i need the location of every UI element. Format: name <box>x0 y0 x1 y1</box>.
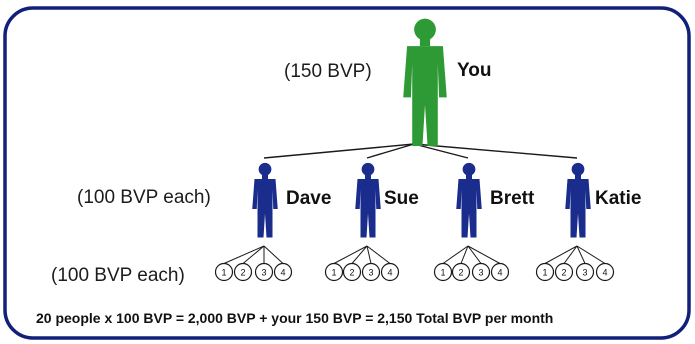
person-icon-you <box>403 18 447 146</box>
level2-circle-number: 2 <box>349 267 354 277</box>
level2-circle-number: 1 <box>221 267 226 277</box>
top-bvp-label: (150 BVP) <box>284 61 372 82</box>
level1-name-dave: Dave <box>286 188 331 209</box>
level2-circle-number: 4 <box>497 267 502 277</box>
level2-circle-number: 1 <box>331 267 336 277</box>
level2-circle-number: 2 <box>240 267 245 277</box>
connector-line-brett-2 <box>460 245 469 264</box>
footer-summary: 20 people x 100 BVP = 2,000 BVP + your 1… <box>36 310 553 326</box>
connector-line-katie-3 <box>576 245 586 264</box>
level1-name-katie: Katie <box>595 188 641 209</box>
level2-circle <box>433 262 453 282</box>
level1-name-brett: Brett <box>490 188 535 209</box>
person-icon-sue <box>355 162 381 238</box>
level2-circle <box>595 262 615 282</box>
level2-circle-number: 4 <box>387 267 392 277</box>
connector-line-brett-1 <box>442 245 469 264</box>
connector-line-katie <box>413 143 578 159</box>
level2-circle-number: 1 <box>440 267 445 277</box>
level2-circle <box>471 262 491 282</box>
connector-line-katie-4 <box>576 245 606 264</box>
person-icon-dave <box>252 162 278 238</box>
top-person-node: (150 BVP) You <box>284 18 491 146</box>
level2-circle <box>324 262 344 282</box>
connector-line-dave-1 <box>223 245 265 264</box>
connector-line-katie-2 <box>563 245 578 264</box>
connector-line-dave <box>263 143 415 159</box>
connector-line-brett-3 <box>467 245 482 264</box>
level2-circle-number: 3 <box>478 267 483 277</box>
connector-line-katie-1 <box>544 245 578 264</box>
level2-circle-number: 4 <box>602 267 607 277</box>
level2-circle <box>575 262 595 282</box>
connector-line-sue <box>366 143 415 159</box>
level2-circle <box>342 262 362 282</box>
level2-circle <box>361 262 381 282</box>
level2-circle <box>554 262 574 282</box>
level2-bvp-label: (100 BVP each) <box>51 265 185 286</box>
top-person-name: You <box>457 60 491 81</box>
level2-circle <box>490 262 510 282</box>
level2-circle <box>214 262 234 282</box>
connector-line-sue-2 <box>351 245 368 264</box>
level2-circle <box>380 262 400 282</box>
connector-line-brett-4 <box>467 245 501 264</box>
connector-lines-level2 <box>223 245 606 264</box>
connector-line-dave-2 <box>242 245 265 264</box>
level2-circle-number: 2 <box>458 267 463 277</box>
level2-circle-number: 2 <box>561 267 566 277</box>
level2-circle-number: 3 <box>582 267 587 277</box>
connector-lines-level1 <box>263 143 578 159</box>
level2-circle-number: 3 <box>261 267 266 277</box>
connector-line-dave-4 <box>263 245 284 264</box>
level2-circle-number: 3 <box>368 267 373 277</box>
level2-circle-number: 4 <box>280 267 285 277</box>
level2-circle <box>254 262 274 282</box>
connector-line-sue-1 <box>333 245 368 264</box>
connector-line-brett <box>413 143 469 159</box>
level1-bvp-label: (100 BVP each) <box>77 187 211 208</box>
level1-name-sue: Sue <box>384 188 419 209</box>
level2-circle-number: 1 <box>542 267 547 277</box>
level2-circle-groups: 1 2 3 4 1 2 3 4 1 2 3 4 1 2 3 4 <box>214 262 615 282</box>
connector-line-sue-4 <box>366 245 391 264</box>
level2-circle <box>233 262 253 282</box>
frame-border <box>3 6 691 340</box>
level2-circle <box>535 262 555 282</box>
person-icon-katie <box>565 162 591 238</box>
level2-circle <box>273 262 293 282</box>
person-icon-brett <box>456 162 482 238</box>
connector-line-sue-3 <box>366 245 372 264</box>
level1-people: Dave Sue Brett Katie <box>252 162 641 238</box>
level2-circle <box>451 262 471 282</box>
